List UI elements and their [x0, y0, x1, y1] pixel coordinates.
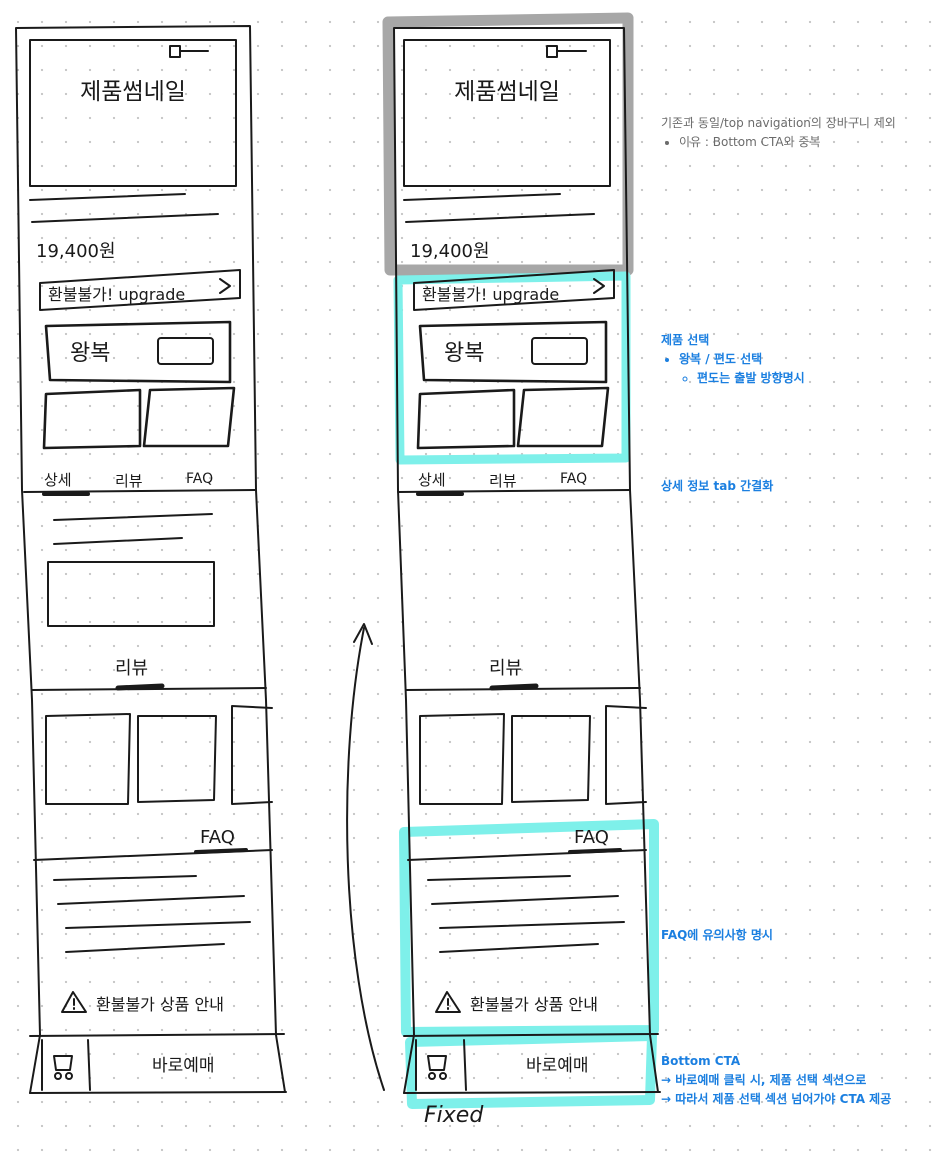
- phone-frame: [15, 25, 286, 1094]
- faq-heading: FAQ: [200, 827, 235, 848]
- chevron-right-icon: [219, 278, 231, 294]
- review-card: [231, 705, 273, 805]
- warning-icon: [435, 991, 461, 1013]
- upgrade-banner[interactable]: [39, 269, 241, 311]
- note-product-title: 제품 선택: [661, 333, 710, 347]
- tab-review[interactable]: 리뷰: [115, 472, 143, 490]
- note-cta-line2: → 따라서 제품 선택 섹션 넘어가야 CTA 제공: [661, 1092, 892, 1106]
- bottom-cta-bar: [29, 1033, 287, 1094]
- oneway-option[interactable]: [42, 388, 142, 450]
- review-card: [45, 713, 131, 805]
- roundtrip-option[interactable]: [418, 320, 608, 384]
- tab-faq[interactable]: FAQ: [560, 471, 587, 487]
- wireframe-before: 제품썸네일 19,400원 환불불가! upgrade 왕복 상세 리뷰 FAQ…: [15, 25, 287, 1094]
- note-faq-title: FAQ에 유의사항 명시: [661, 928, 773, 942]
- tab-divider: [397, 489, 631, 493]
- cart-icon: [169, 45, 209, 58]
- faq-divider: [407, 849, 647, 861]
- price-label: 19,400원: [410, 241, 490, 262]
- review-underline: [489, 683, 539, 691]
- note-top: 기존과 동일/top navigation의 장바구니 제외 이유 : Bott…: [661, 114, 896, 152]
- wireframe-after: 제품썸네일 19,400원 환불불가! upgrade 왕복 상세 리뷰 FAQ…: [382, 12, 661, 1128]
- faq-line: [427, 875, 625, 953]
- arrow-head-icon: [353, 623, 373, 645]
- review-card: [137, 715, 217, 803]
- cart-icon[interactable]: [427, 1055, 447, 1080]
- upgrade-banner[interactable]: [413, 269, 615, 311]
- review-underline: [115, 683, 165, 691]
- thumbnail-box: [29, 39, 237, 187]
- cart-icon: [546, 45, 587, 58]
- chevron-right-icon: [593, 278, 605, 294]
- review-heading: 리뷰: [489, 658, 522, 679]
- cyan-highlight-product: [393, 271, 631, 465]
- gray-highlight: [382, 12, 634, 276]
- cyan-highlight-faq: [399, 819, 659, 1037]
- review-card: [419, 713, 505, 805]
- tab-detail[interactable]: 상세: [418, 471, 446, 489]
- faq-underline: [568, 848, 622, 854]
- roundtrip-label: 왕복: [70, 341, 110, 366]
- roundtrip-label: 왕복: [444, 341, 484, 366]
- cta-divider: [415, 1039, 467, 1091]
- review-divider: [31, 687, 267, 691]
- upgrade-banner-label: 환불불가! upgrade: [422, 285, 559, 304]
- cta-button[interactable]: 바로예매: [526, 1056, 589, 1076]
- faq-underline: [194, 848, 248, 854]
- tab-detail[interactable]: 상세: [44, 471, 72, 489]
- roundtrip-toggle[interactable]: [157, 337, 214, 365]
- review-divider: [405, 687, 641, 691]
- note-product-bullet: 왕복 / 편도 선택: [679, 350, 805, 369]
- cart-icon[interactable]: [53, 1055, 73, 1080]
- upgrade-banner-label: 환불불가! upgrade: [48, 285, 185, 304]
- faq-heading: FAQ: [574, 827, 609, 848]
- flow-arrow: [346, 627, 385, 1091]
- oneway-option[interactable]: [516, 386, 610, 448]
- tab-faq[interactable]: FAQ: [186, 471, 213, 487]
- roundtrip-toggle[interactable]: [531, 337, 588, 365]
- faq-divider: [33, 849, 273, 861]
- note-cta-line1: → 바로예매 클릭 시, 제품 선택 섹션으로: [661, 1073, 867, 1087]
- description-line: [29, 193, 219, 223]
- tab-review[interactable]: 리뷰: [489, 472, 517, 490]
- note-top-title: 기존과 동일/top navigation의 장바구니 제외: [661, 116, 896, 130]
- warning-icon: [61, 991, 87, 1013]
- oneway-option[interactable]: [416, 388, 516, 450]
- price-label: 19,400원: [36, 241, 116, 262]
- thumbnail-label: 제품썸네일: [80, 79, 186, 105]
- note-top-bullet: 이유 : Bottom CTA와 중복: [679, 133, 896, 152]
- note-product-select: 제품 선택 왕복 / 편도 선택 편도는 출발 방향명시: [661, 331, 805, 388]
- review-card: [511, 715, 591, 803]
- cyan-highlight-cta: [405, 1031, 657, 1109]
- faq-line: [53, 875, 251, 953]
- fixed-label: Fixed: [424, 1103, 484, 1128]
- review-heading: 리뷰: [115, 658, 148, 679]
- review-card: [605, 705, 647, 805]
- note-detail-title: 상세 정보 tab 간결화: [661, 479, 774, 493]
- phone-frame: [393, 27, 659, 1094]
- thumbnail-label: 제품썸네일: [454, 79, 560, 105]
- note-cta-title: Bottom CTA: [661, 1054, 741, 1068]
- description-line: [403, 193, 595, 223]
- note-faq: FAQ에 유의사항 명시: [661, 926, 773, 945]
- notice-text: 환불불가 상품 안내: [96, 995, 224, 1014]
- cta-divider: [41, 1039, 91, 1091]
- cta-button[interactable]: 바로예매: [152, 1056, 215, 1076]
- detail-line: [53, 513, 213, 545]
- notice-text: 환불불가 상품 안내: [470, 995, 598, 1014]
- roundtrip-option[interactable]: [44, 320, 232, 384]
- note-bottom-cta: Bottom CTA → 바로예매 클릭 시, 제품 선택 섹션으로 → 따라서…: [661, 1052, 891, 1109]
- thumbnail-box: [403, 39, 611, 187]
- detail-image: [47, 561, 215, 627]
- tab-divider: [23, 489, 257, 493]
- note-detail-tab: 상세 정보 tab 간결화: [661, 477, 773, 496]
- note-product-subbullet: 편도는 출발 방향명시: [697, 369, 805, 388]
- bottom-cta-bar: [403, 1033, 661, 1094]
- oneway-option[interactable]: [142, 386, 236, 448]
